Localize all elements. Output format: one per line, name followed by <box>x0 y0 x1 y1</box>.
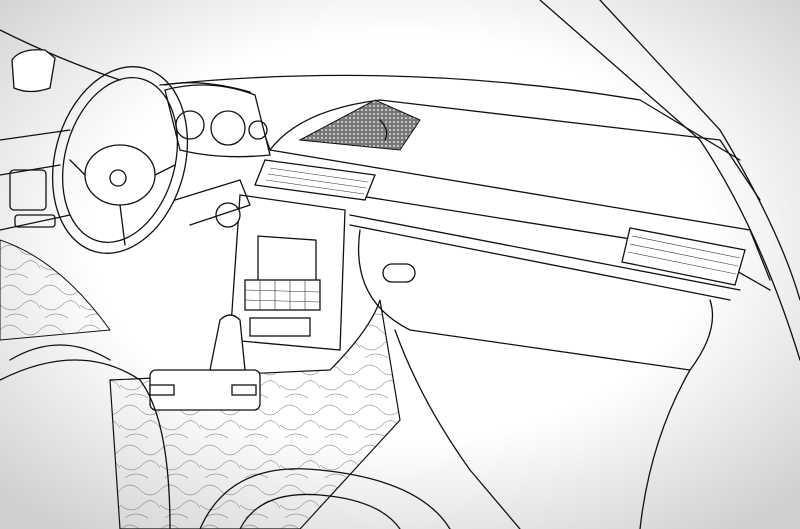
side-mirror <box>11 49 56 93</box>
control-buttons[interactable] <box>244 279 321 337</box>
gear-shifter[interactable] <box>209 314 246 371</box>
climate-controls <box>249 317 311 337</box>
ignition-knob[interactable] <box>215 202 241 228</box>
front-seats <box>0 344 451 529</box>
glovebox[interactable] <box>357 229 714 529</box>
door-panel <box>0 129 111 341</box>
steering-hub <box>84 144 156 206</box>
speedometer-gauge <box>210 110 246 146</box>
glovebox-handle <box>382 263 416 283</box>
lower-console <box>109 299 401 529</box>
brand-logo-icon <box>109 169 127 187</box>
instrument-cluster <box>164 84 271 158</box>
passenger-air-vent[interactable] <box>621 227 746 286</box>
fuel-gauge <box>248 120 268 140</box>
window-switch <box>14 214 56 228</box>
speaker-grille <box>298 99 421 151</box>
seat-control-icon <box>9 169 47 211</box>
center-air-vent[interactable] <box>254 159 376 201</box>
center-console <box>215 194 346 351</box>
steering-wheel[interactable] <box>33 51 251 268</box>
